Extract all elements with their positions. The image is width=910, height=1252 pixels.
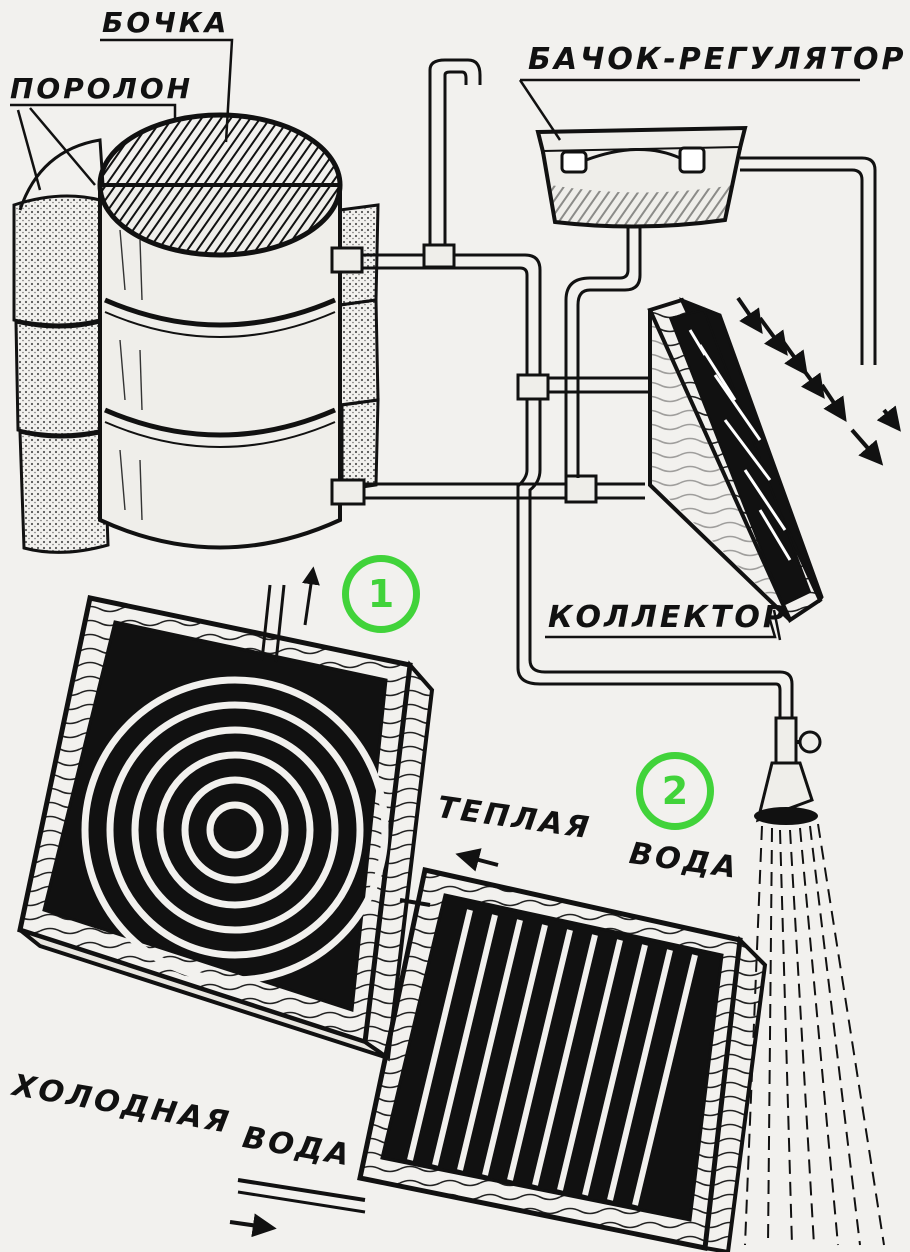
coil-heater-box: [17, 566, 435, 1062]
regulator-tank: [518, 78, 860, 229]
variant-2-badge: 2: [636, 752, 714, 830]
foam-insulation: [12, 138, 380, 554]
collector-label: КОЛЛЕКТОР: [548, 600, 788, 635]
foam-label: ПОРОЛОН: [10, 72, 194, 105]
shower-head: [754, 716, 822, 825]
barrel: [97, 112, 343, 550]
regulator-tank-label: БАЧОК-РЕГУЛЯТОР: [528, 42, 907, 77]
water-spray: [744, 823, 885, 1246]
pipe-network: [330, 58, 877, 720]
solar-collector: [647, 297, 824, 641]
barrel-label: БОЧКА: [102, 6, 230, 39]
leader-lines: [10, 38, 777, 639]
variant-1-badge: 1: [342, 555, 420, 633]
tube-heater-box: [229, 848, 768, 1252]
sun-rays: [736, 296, 901, 466]
